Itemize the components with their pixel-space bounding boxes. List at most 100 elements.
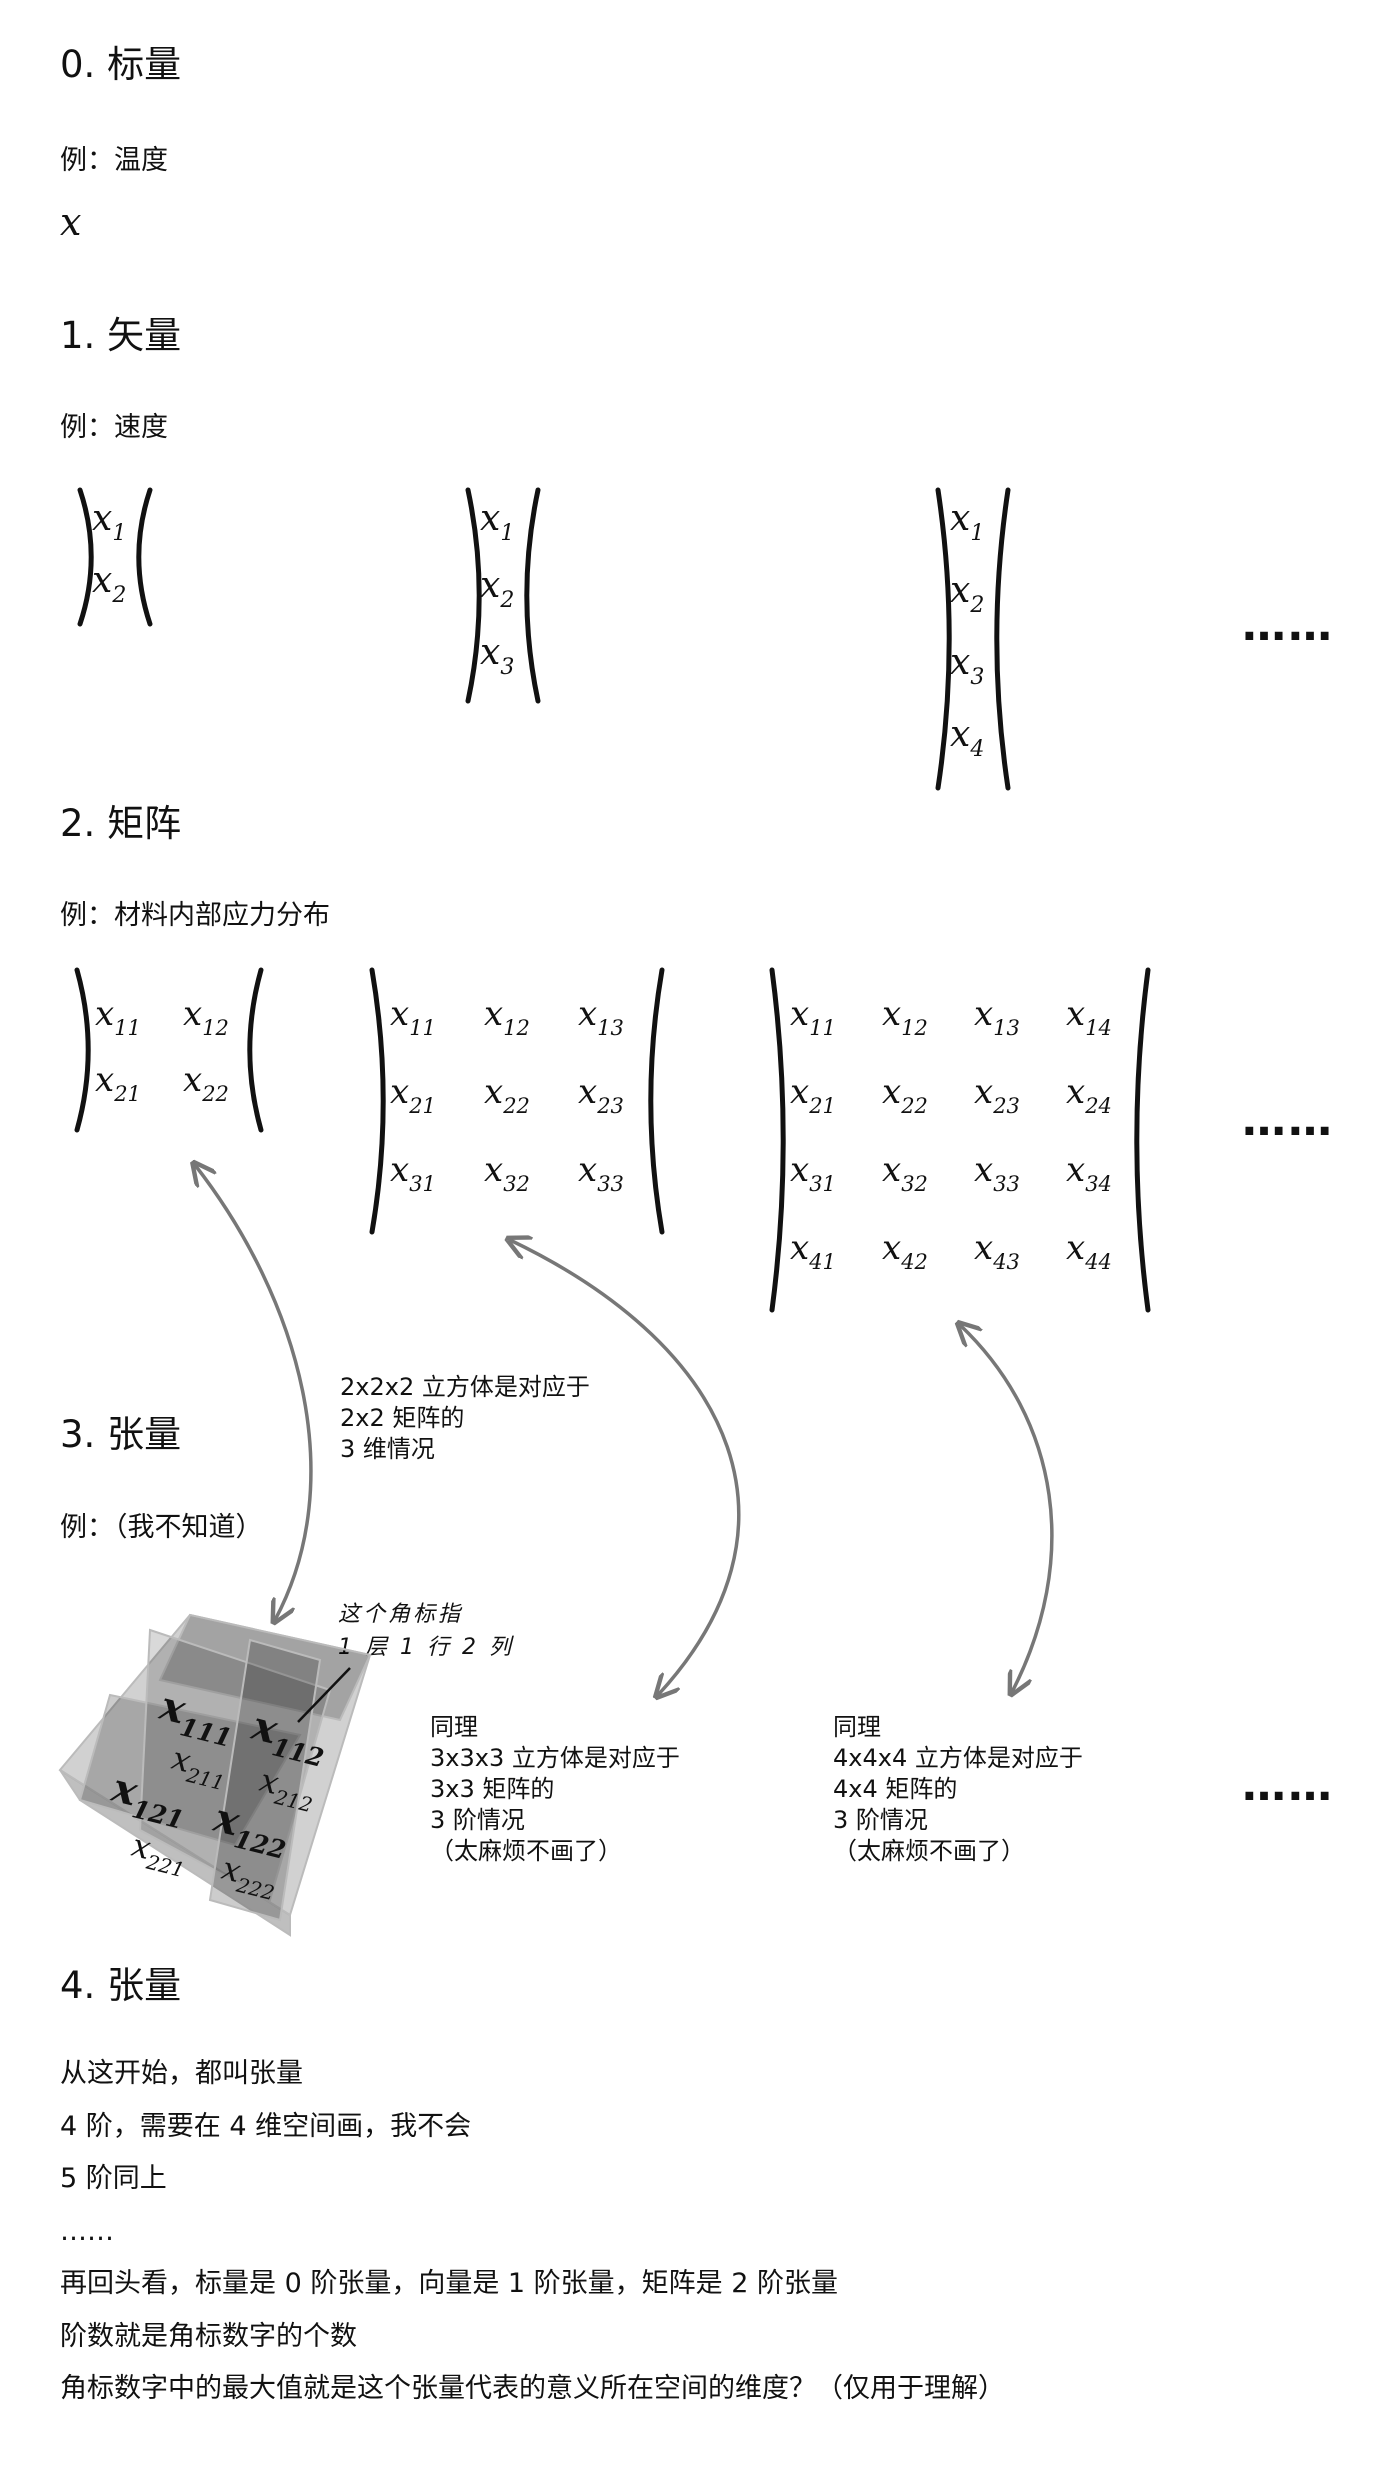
note-line: 4x4x4 立方体是对应于 [833,1744,1083,1772]
closing-line: 阶数就是角标数字的个数 [60,2320,357,2352]
note-index-annotation: 这个角标指 1 层 1 行 2 列 [338,1598,514,1664]
matrix-entry: x11 [95,994,141,1040]
vector-entry: x1 [950,498,984,546]
heading-matrix: 2. 矩阵 [60,802,182,845]
note-line: 1 层 1 行 2 列 [338,1635,514,1660]
matrix-entry: x41 [790,1228,836,1274]
closing-text: 从这开始，都叫张量 4 阶，需要在 4 维空间画，我不会 5 阶同上 …… 再回… [60,2048,1005,2416]
note-line: （太麻烦不画了） [430,1837,622,1865]
vector-right-bracket [994,487,1011,791]
vector-entry: x2 [950,570,984,618]
matrix-entry: x12 [882,994,928,1040]
vector-left-bracket [77,487,94,627]
matrix-entry: x22 [882,1072,928,1118]
matrix-right-bracket [648,967,665,1235]
matrix-entry: x31 [790,1150,836,1196]
matrix-entry: x12 [484,994,530,1040]
matrix-entry: x11 [790,994,836,1040]
double-arrow [195,1165,313,1620]
matrix-entry: x31 [390,1150,436,1196]
matrix-entry: x34 [1066,1150,1112,1196]
note-cube3: 同理 3x3x3 立方体是对应于 3x3 矩阵的 3 阶情况 （太麻烦不画了） [430,1712,680,1867]
matrix-entry: x13 [578,994,624,1040]
note-cube4: 同理 4x4x4 立方体是对应于 4x4 矩阵的 3 阶情况 （太麻烦不画了） [833,1712,1083,1867]
closing-line: 4 阶，需要在 4 维空间画，我不会 [60,2110,472,2142]
cube-face [208,1638,322,1922]
note-line: 这个角标指 [338,1602,464,1627]
closing-line: 5 阶同上 [60,2163,167,2194]
heading-scalar: 0. 标量 [60,43,182,86]
example-vector: 例：速度 [60,412,168,443]
matrix-entry: x12 [183,994,229,1040]
vector-right-bracket [524,487,541,704]
matrix-1: x11 x12 x21 x22 [74,967,264,1133]
note-line: 3 阶情况 [833,1806,928,1834]
closing-line: 角标数字中的最大值就是这个张量代表的意义所在空间的维度？（仅用于理解） [60,2373,1005,2404]
matrix-left-bracket [369,967,386,1235]
heading-tensor4: 4. 张量 [60,1964,182,2007]
matrix-entry: x43 [974,1228,1020,1274]
vector-right-bracket [136,487,153,627]
ellipsis-matrices: …… [1242,1095,1334,1146]
matrix-entry: x33 [974,1150,1020,1196]
matrix-entry: x23 [578,1072,624,1118]
closing-line: …… [60,2215,114,2247]
vector-entry: x2 [92,560,126,608]
vector-entry: x2 [480,565,514,613]
example-matrix: 例：材料内部应力分布 [60,900,330,931]
vector-left-bracket [465,487,482,704]
matrix-entry: x21 [790,1072,836,1118]
matrix-entry: x32 [882,1150,928,1196]
matrix-right-bracket [247,967,264,1133]
matrix-entry: x24 [1066,1072,1112,1118]
vector-entry: x3 [480,632,514,680]
cube-face [138,1628,332,1902]
note-line: 3 阶情况 [430,1806,525,1834]
vector-entry: x1 [480,498,514,546]
vector-3: x1 x2 x3 x4 [935,487,1011,791]
matrix-entry: x22 [183,1060,229,1106]
matrix-entry: x42 [882,1228,928,1274]
heading-vector: 1. 矢量 [60,314,182,357]
double-arrow [510,1240,741,1695]
annotation-pointer [297,1667,351,1723]
vector-entry: x4 [950,714,984,762]
matrix-entry: x33 [578,1150,624,1196]
note-line: 同理 [833,1713,881,1741]
ellipsis-cubes: …… [1242,1760,1334,1811]
matrix-entry: x32 [484,1150,530,1196]
note-line: 4x4 矩阵的 [833,1775,958,1803]
matrix-entry: x21 [390,1072,436,1118]
matrices-group: x11 x12 x21 x22 x11 x12 x13 x21 x22 x23 x31 x32 x33 x… [74,967,1151,1313]
matrix-entry: x14 [1066,994,1112,1040]
closing-line: 再回头看，标量是 0 阶张量，向量是 1 阶张量，矩阵是 2 阶张量 [60,2268,839,2299]
matrix-entry: x44 [1066,1228,1112,1274]
vector-entry: x1 [92,498,126,546]
matrix-entry: x13 [974,994,1020,1040]
example-scalar: 例：温度 [60,145,168,176]
note-line: 3x3x3 立方体是对应于 [430,1744,680,1772]
closing-line: 从这开始，都叫张量 [60,2058,303,2089]
double-arrow [960,1325,1054,1692]
note-line: 3 维情况 [340,1435,435,1463]
scalar-symbol: x [60,200,82,244]
vector-left-bracket [935,487,952,791]
matrix-entry: x21 [95,1060,141,1106]
matrix-entry: x22 [484,1072,530,1118]
matrix-left-bracket [769,967,786,1313]
ellipsis-vectors: …… [1242,600,1334,651]
vector-2: x1 x2 x3 [465,487,541,704]
arrows-group [195,1165,1054,1695]
note-line: （太麻烦不画了） [833,1837,1025,1865]
note-line: 3x3 矩阵的 [430,1775,555,1803]
matrix-right-bracket [1134,967,1151,1313]
note-line: 同理 [430,1713,478,1741]
vector-entry: x3 [950,642,984,690]
heading-tensor3: 3. 张量 [60,1413,182,1456]
